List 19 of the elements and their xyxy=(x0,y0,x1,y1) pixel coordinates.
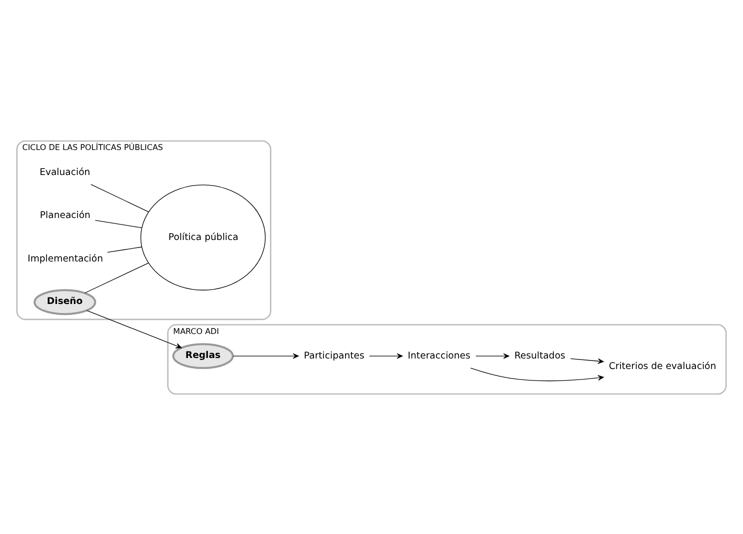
connector xyxy=(94,220,142,228)
node-text: Evaluación xyxy=(40,166,90,178)
connector xyxy=(90,184,149,212)
connector xyxy=(84,262,149,293)
arrow xyxy=(369,352,403,358)
arrow xyxy=(86,310,182,348)
arrow xyxy=(470,367,604,381)
node-ellipse: Diseño xyxy=(34,288,96,315)
connector xyxy=(107,246,142,252)
node-text: Planeación xyxy=(40,210,90,221)
node-text: Participantes xyxy=(304,350,364,362)
arrow xyxy=(232,352,299,358)
node-text: Resultados xyxy=(514,350,566,362)
node-text: Criterios de evaluación xyxy=(608,360,716,372)
arrow xyxy=(570,358,604,364)
node-ellipse: Política pública xyxy=(140,184,266,290)
node-text: Interacciones xyxy=(408,350,470,362)
arrow xyxy=(476,352,510,358)
node-text: Implementación xyxy=(28,252,104,264)
